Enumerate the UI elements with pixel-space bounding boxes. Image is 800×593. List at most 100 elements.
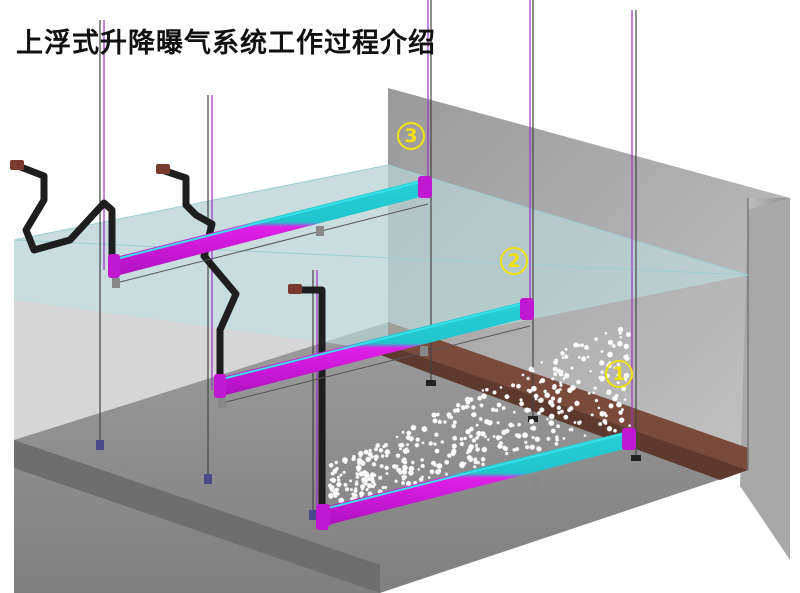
- air-bubble: [587, 391, 591, 395]
- air-bubble: [543, 389, 547, 394]
- air-bubble: [421, 441, 425, 445]
- air-bubble: [561, 356, 565, 360]
- air-bubble: [531, 385, 537, 392]
- air-bubble: [417, 468, 421, 471]
- air-bubble: [436, 463, 443, 470]
- air-bubble: [620, 408, 624, 412]
- air-bubble: [548, 420, 555, 426]
- air-bubble: [475, 447, 480, 452]
- air-bubble: [373, 457, 378, 462]
- air-bubble: [459, 462, 466, 469]
- air-bubble: [451, 423, 457, 429]
- air-bubble: [602, 418, 608, 424]
- riser-hose-3: [14, 162, 116, 266]
- air-bubble: [365, 456, 372, 463]
- air-bubble: [402, 474, 408, 480]
- water-surface-edge: [13, 164, 749, 276]
- air-bubble: [429, 469, 435, 475]
- air-bubble: [408, 465, 415, 472]
- air-bubble: [534, 436, 541, 443]
- air-bubble: [599, 360, 605, 366]
- air-bubble: [573, 342, 579, 348]
- sludge-channel: [388, 322, 748, 470]
- air-bubble: [481, 393, 487, 400]
- air-bubble: [618, 331, 623, 336]
- air-bubble: [594, 337, 599, 342]
- air-bubble: [431, 412, 437, 418]
- air-bubble: [433, 463, 437, 467]
- air-bubble: [328, 462, 334, 468]
- air-bubble: [380, 454, 385, 458]
- guide-rods: [99, 0, 637, 520]
- air-bubble: [504, 451, 509, 456]
- air-bubble: [554, 435, 559, 439]
- air-bubble: [455, 407, 461, 413]
- air-bubble: [473, 465, 477, 469]
- air-bubble: [589, 369, 592, 373]
- air-bubble: [459, 437, 464, 442]
- aeration-pipe-2: [214, 298, 534, 408]
- air-bubble: [355, 464, 362, 471]
- air-bubble: [359, 491, 365, 497]
- air-bubble: [539, 378, 546, 384]
- air-bubble: [468, 434, 473, 439]
- air-bubble: [580, 356, 587, 362]
- air-bubble: [366, 483, 373, 489]
- air-bubble: [378, 475, 383, 480]
- air-bubble: [433, 442, 437, 446]
- air-bubble: [373, 482, 377, 487]
- air-bubble: [604, 331, 608, 335]
- air-bubble: [455, 402, 461, 408]
- air-bubble: [499, 386, 503, 389]
- hose-caps: [10, 160, 302, 294]
- air-bubble: [580, 343, 585, 348]
- air-bubble: [548, 413, 555, 420]
- air-bubble: [384, 465, 390, 471]
- air-bubble: [519, 398, 523, 402]
- air-bubble: [401, 464, 408, 471]
- air-bubble: [330, 477, 337, 483]
- riser-hose-2: [158, 166, 240, 389]
- air-bubble: [471, 438, 477, 443]
- air-bubble: [373, 447, 379, 452]
- air-bubble: [349, 479, 353, 483]
- stage-marker-2: 2: [500, 247, 528, 275]
- air-bubble: [465, 399, 471, 405]
- air-bubble: [394, 479, 398, 484]
- air-bubble: [606, 426, 613, 432]
- air-bubble: [599, 375, 606, 382]
- air-bubble: [521, 373, 525, 377]
- air-bubble: [605, 389, 612, 396]
- air-bubble: [401, 481, 406, 486]
- air-bubble: [562, 376, 566, 381]
- air-bubble: [370, 479, 376, 484]
- air-bubble: [504, 394, 510, 400]
- air-bubble: [597, 406, 601, 410]
- air-bubble: [625, 331, 632, 338]
- air-bubble: [568, 405, 574, 411]
- air-bubble: [475, 423, 479, 427]
- air-bubble: [490, 407, 496, 413]
- air-bubble: [516, 433, 522, 439]
- air-bubble: [556, 405, 562, 411]
- air-bubble: [334, 487, 338, 491]
- air-bubble: [451, 443, 457, 449]
- air-bubble: [339, 473, 343, 477]
- air-bubble: [479, 417, 483, 422]
- air-bubble: [383, 485, 388, 490]
- air-bubble: [613, 428, 617, 433]
- air-bubble: [612, 395, 618, 402]
- air-bubble: [519, 401, 525, 407]
- air-bubble: [483, 434, 488, 439]
- air-bubble: [484, 387, 489, 392]
- air-bubble: [546, 436, 551, 441]
- air-bubble: [623, 398, 627, 402]
- air-bubble: [496, 421, 500, 425]
- air-bubble: [420, 475, 424, 479]
- air-bubble: [344, 487, 350, 492]
- air-bubble: [618, 410, 623, 415]
- air-bubble: [434, 448, 440, 454]
- air-bubble: [369, 454, 374, 459]
- air-bubble: [496, 402, 502, 408]
